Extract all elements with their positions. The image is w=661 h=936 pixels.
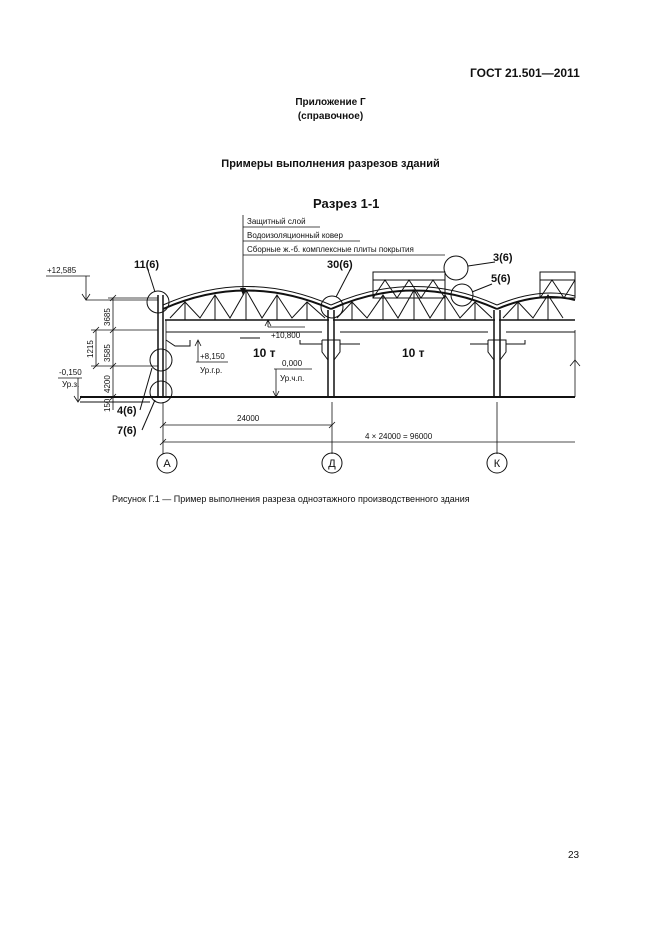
- callout-5-6: 5(6): [491, 273, 511, 285]
- crane-beams: [165, 331, 575, 347]
- axis-d: Д: [328, 458, 336, 470]
- crane-capacity-2: 10 т: [402, 346, 425, 360]
- columns: [157, 295, 576, 397]
- dim-4200: 4200: [103, 375, 112, 393]
- callout-3-6: 3(6): [493, 252, 513, 264]
- appendix-title: Приложение Г: [295, 97, 366, 108]
- callout-30-6: 30(6): [327, 259, 353, 271]
- elevation-crane: +8,150: [200, 352, 225, 361]
- callout-7-6: 7(6): [117, 425, 137, 437]
- page-number: 23: [568, 850, 580, 861]
- section-label: Разрез 1-1: [313, 196, 379, 211]
- span-dimension: 24000: [237, 414, 260, 423]
- elevation-floor-label: Ур.ч.п.: [280, 374, 304, 383]
- standard-number: ГОСТ 21.501—2011: [470, 66, 580, 80]
- lanterns: [372, 271, 576, 299]
- layer-slabs: Сборные ж.-б. комплексные плиты покрытия: [247, 245, 414, 254]
- elevation-ground-label: Ур.з.: [62, 380, 79, 389]
- trusses: [165, 288, 575, 321]
- dim-1215: 1215: [86, 340, 95, 358]
- elevation-truss: +10,800: [271, 331, 301, 340]
- axis-a: А: [163, 458, 171, 470]
- appendix-note: (справочное): [297, 111, 364, 122]
- dim-3585: 3585: [103, 344, 112, 362]
- elevation-ground: -0,150: [59, 368, 82, 377]
- section-title: Примеры выполнения разрезов зданий: [221, 158, 440, 170]
- dim-3685: 3685: [103, 308, 112, 326]
- callout-11-6: 11(6): [134, 259, 159, 271]
- elevation-floor: 0,000: [282, 359, 303, 368]
- crane-capacity-1: 10 т: [253, 346, 276, 360]
- appendix-heading: Приложение Г (справочное): [0, 96, 661, 124]
- dim-150: 150: [103, 398, 112, 412]
- callout-4-6: 4(6): [117, 405, 137, 417]
- layer-waterproofing: Водоизоляционный ковер: [247, 231, 343, 240]
- roof-arches: [162, 286, 576, 310]
- axis-k: К: [494, 458, 501, 470]
- figure-caption: Рисунок Г.1 — Пример выполнения разреза …: [112, 494, 470, 504]
- total-dimension: 4 × 24000 = 96000: [365, 432, 433, 441]
- layer-protective: Защитный слой: [247, 217, 306, 226]
- elevation-top: +12,585: [47, 266, 77, 275]
- elevation-crane-label: Ур.г.р.: [200, 366, 222, 375]
